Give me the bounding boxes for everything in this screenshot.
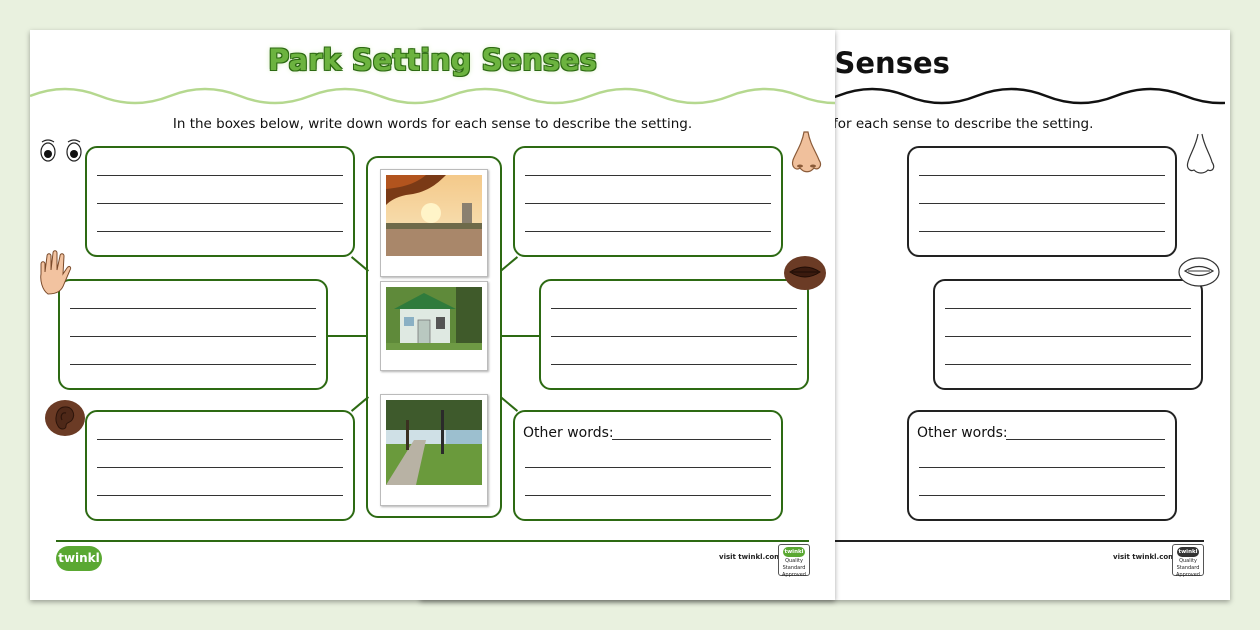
connector [328,335,366,337]
eyes-icon [40,139,82,162]
sight-box[interactable] [85,146,355,257]
other-words-label: Other words: [523,425,614,441]
nose-icon [1186,133,1215,174]
page-title: Park Setting Senses [268,43,597,77]
riverside-path-photo [380,394,488,506]
connector [499,396,519,412]
park-sunset-photo [380,169,488,277]
visit-link[interactable]: visit twinkl.com [1113,553,1176,561]
page-title: ng Senses [783,46,950,80]
touch-box[interactable] [58,279,328,390]
garden-shed-photo [380,281,488,371]
mouth-icon [784,256,826,290]
instructions: for each sense to describe the setting. [833,116,1094,132]
instructions: In the boxes below, write down words for… [172,116,693,132]
hearing-box[interactable] [85,410,355,521]
worksheet-front-page: Park Setting Senses In the boxes below, … [30,30,835,600]
connector [502,335,540,337]
mouth-icon [1178,257,1220,287]
smell-box[interactable] [513,146,783,257]
other-words-box[interactable]: Other words: [907,410,1177,521]
twinkl-logo[interactable]: twinkl [56,546,102,571]
smell-box[interactable] [907,146,1177,257]
quality-badge: twinkl Quality Standard Approved [778,544,810,578]
taste-box[interactable] [539,279,809,390]
taste-box[interactable] [933,279,1203,390]
nose-icon [791,131,822,173]
wave-divider [30,87,835,105]
footer-divider [56,540,809,542]
connector [499,256,519,272]
visit-link[interactable]: visit twinkl.com [719,553,782,561]
ear-icon [45,400,85,436]
quality-badge: twinkl Quality Standard Approved [1172,544,1204,578]
other-words-label: Other words: [917,425,1008,441]
hand-icon [40,250,72,295]
other-words-box[interactable]: Other words: [513,410,783,521]
